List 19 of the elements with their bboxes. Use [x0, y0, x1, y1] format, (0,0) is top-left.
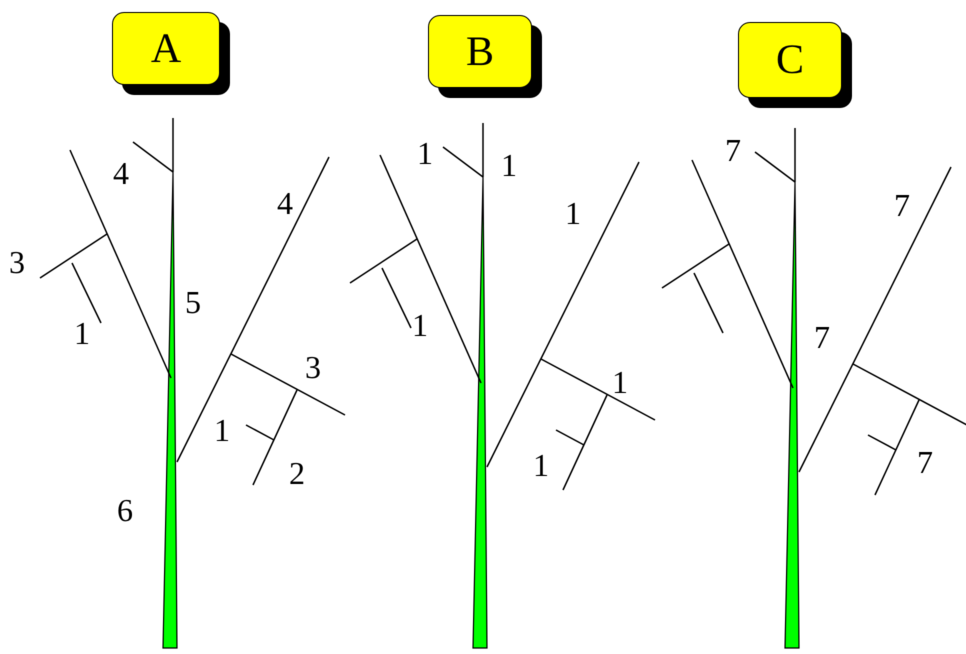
stream-order-number: 1: [74, 317, 90, 349]
stream-order-number: 6: [117, 494, 133, 526]
stream-order-number: 7: [725, 134, 741, 166]
stream-order-number: 7: [814, 321, 830, 353]
stream-order-number: 1: [533, 449, 549, 481]
stream-order-number: 1: [412, 309, 428, 341]
stream-order-number: 7: [894, 189, 910, 221]
stream-order-number: 1: [214, 414, 230, 446]
stream-order-number: 1: [417, 137, 433, 169]
stream-order-number: 3: [9, 246, 25, 278]
stream-order-number: 4: [277, 187, 293, 219]
stream-order-number: 1: [612, 366, 628, 398]
stream-order-number: 1: [501, 149, 517, 181]
stream-order-number: 7: [917, 446, 933, 478]
stream-order-number: 4: [113, 157, 129, 189]
stream-order-number: 3: [305, 351, 321, 383]
stream-order-number: 1: [565, 197, 581, 229]
stream-order-number: 5: [185, 286, 201, 318]
stream-order-number: 2: [289, 457, 305, 489]
